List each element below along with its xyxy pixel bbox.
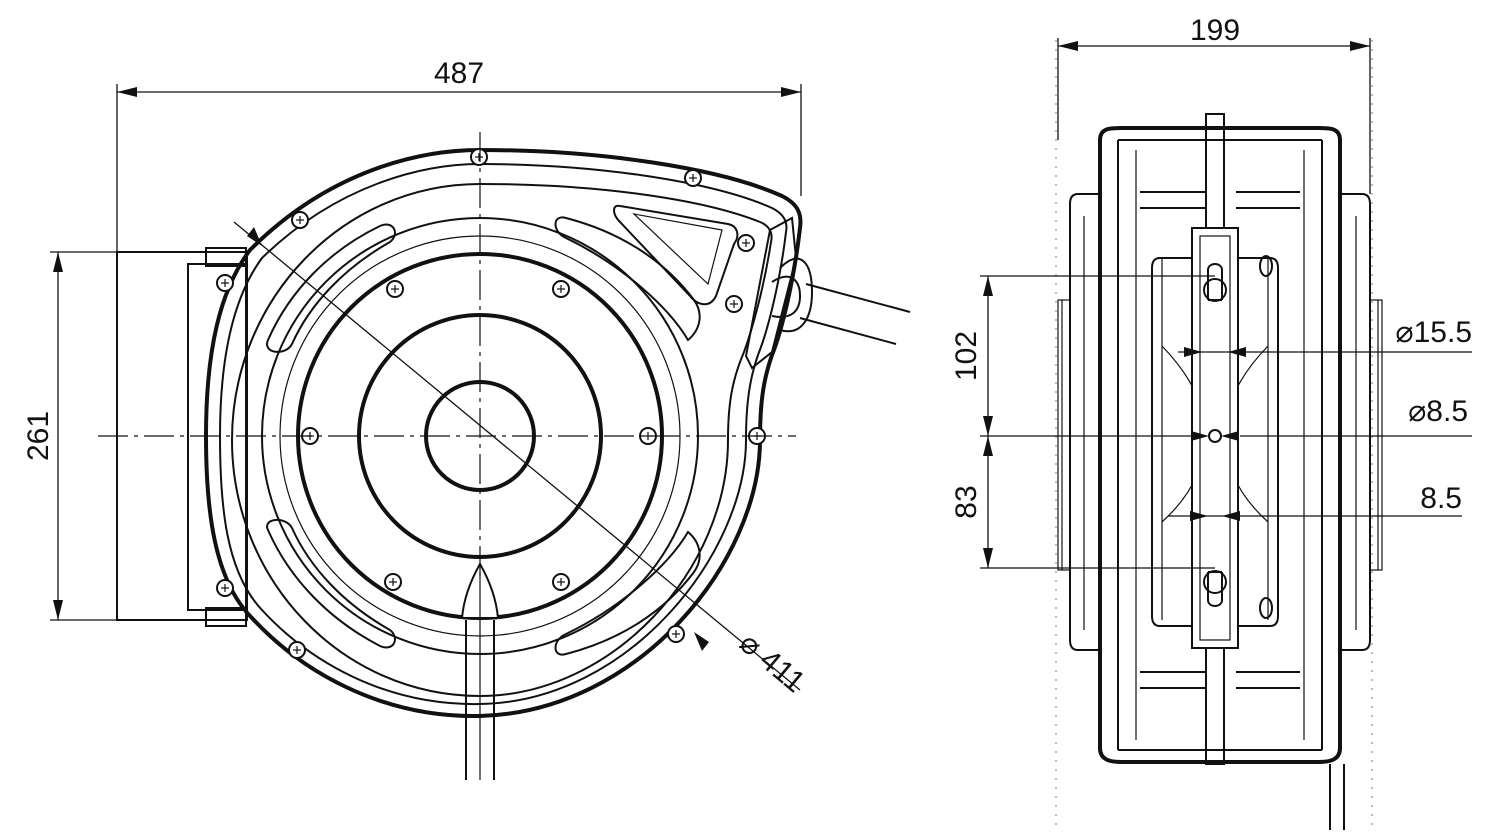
- dim-label-diameter-411: ⌀ 411: [733, 626, 811, 699]
- dim-label-199: 199: [1190, 14, 1240, 47]
- side-ribs: [1140, 191, 1300, 689]
- wall-bracket: [116, 247, 248, 627]
- dim-width-front: 487: [116, 57, 802, 252]
- dim-label-diameter-15-5: ⌀15.5: [1396, 316, 1472, 349]
- callout-hole-small: ⌀8.5: [1191, 395, 1472, 441]
- dim-height-bracket: 261: [22, 251, 117, 621]
- rib-slots: [266, 204, 739, 656]
- dim-label-261: 261: [22, 411, 55, 461]
- dim-label-487: 487: [434, 57, 484, 90]
- dim-label-83: 83: [950, 485, 983, 518]
- dim-offset-lower: 83: [950, 436, 993, 568]
- housing-inner-outline: [218, 162, 788, 706]
- front-view: 487 261 ⌀ 411: [22, 57, 911, 780]
- callout-hole-large: ⌀15.5: [1178, 316, 1472, 357]
- side-housing: [1057, 126, 1383, 764]
- dim-label-diameter-8-5: ⌀8.5: [1408, 395, 1468, 428]
- dim-width-side: 199: [1057, 14, 1371, 194]
- dim-diameter-drum: ⌀ 411: [233, 221, 811, 699]
- dim-label-102: 102: [950, 331, 983, 381]
- side-view: 199 102 83 ⌀15.5: [950, 14, 1472, 830]
- callout-slot-width: 8.5: [1168, 482, 1462, 521]
- side-mounting-bar: [1191, 113, 1239, 765]
- dim-label-8-5: 8.5: [1420, 482, 1462, 515]
- housing-outline: [203, 147, 803, 719]
- outgoing-hose: [460, 561, 500, 780]
- dim-offset-upper: 102: [950, 276, 993, 436]
- front-plate-face: [230, 182, 773, 698]
- cable-guide: [744, 216, 911, 370]
